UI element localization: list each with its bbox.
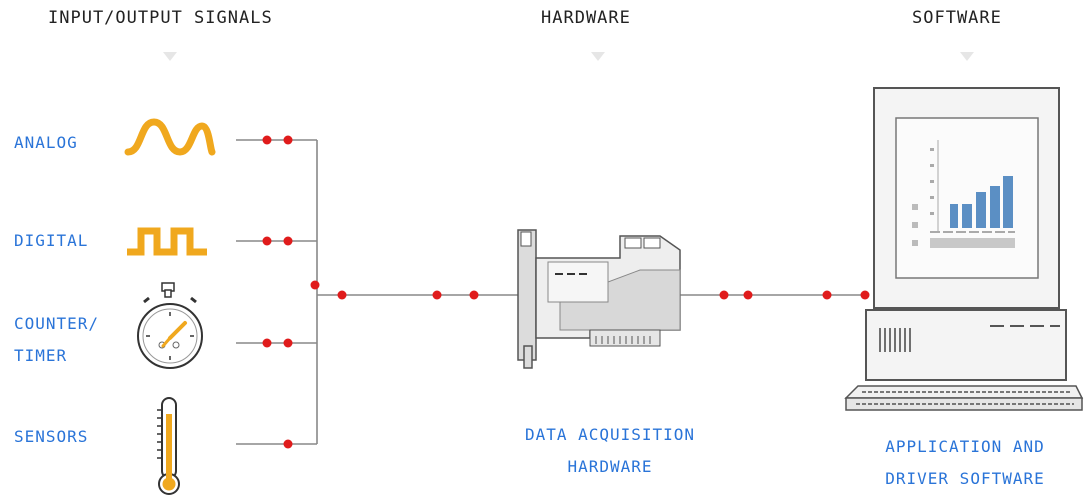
analog-wave-icon (124, 118, 216, 156)
software-arrow-icon (960, 52, 974, 61)
wires (236, 139, 866, 445)
analog-label: ANALOG (14, 133, 78, 152)
daq-hardware-caption-line2: HARDWARE (567, 457, 653, 476)
signal-nodes (262, 135, 870, 449)
daq-card-icon (517, 229, 681, 369)
thermometer-icon (157, 397, 180, 495)
io-arrow-icon (163, 52, 177, 61)
counter-timer-label-line1: COUNTER/ (14, 314, 100, 333)
screen-bar-chart (950, 176, 1013, 228)
header-arrows (163, 52, 974, 61)
software-header: SOFTWARE (912, 8, 1002, 28)
io-signals-header: INPUT/OUTPUT SIGNALS (48, 8, 273, 28)
sensors-label: SENSORS (14, 427, 89, 446)
stopwatch-icon (137, 282, 203, 369)
software-caption-line1: APPLICATION AND (885, 437, 1045, 456)
digital-wave-icon (127, 227, 207, 256)
hardware-header: HARDWARE (541, 8, 631, 28)
computer-icon (844, 87, 1084, 411)
counter-timer-label-line2: TIMER (14, 346, 68, 365)
software-caption-line2: DRIVER SOFTWARE (885, 469, 1045, 488)
digital-label: DIGITAL (14, 231, 89, 250)
daq-hardware-caption-line1: DATA ACQUISITION (524, 425, 696, 444)
hardware-arrow-icon (591, 52, 605, 61)
